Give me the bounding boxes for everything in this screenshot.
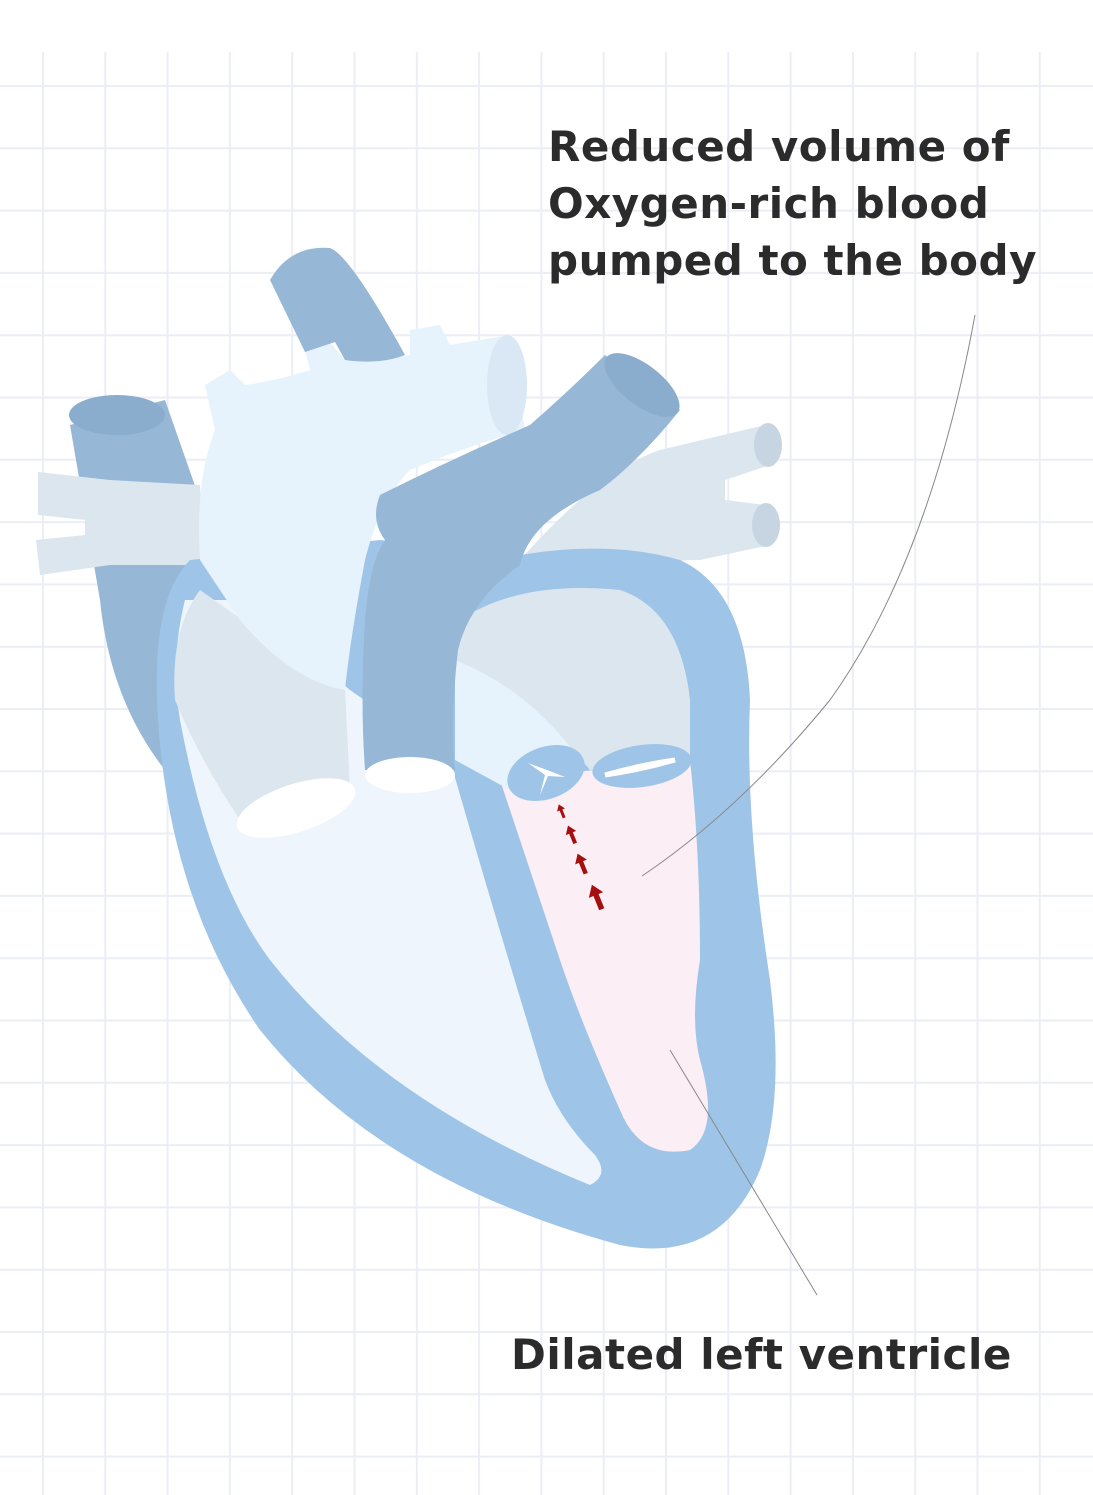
aorta [199,325,525,690]
annotation-dilated-ventricle: Dilated left ventricle [511,1330,1012,1379]
aortic-valve [507,744,585,802]
pulmonary-artery-opening [604,353,680,417]
right-atrium [174,590,350,820]
pulmonary-artery-top [270,247,405,362]
pulmonary-valve-opening [365,757,455,793]
aorta-opening [487,335,527,435]
annotation-reduced-volume: Reduced volume of Oxygen-rich blood pump… [548,122,1037,285]
pulmonary-trunk [362,355,680,770]
left-ventricle-chamber [500,760,708,1152]
leader-line-reduced-volume [641,314,976,877]
arrow-up-icon [575,853,588,875]
arrow-up-icon [557,804,566,819]
mitral-valve [592,744,692,788]
tricuspid-opening [236,778,356,838]
left-atrium [455,588,690,770]
blood-flow-arrows [557,804,605,911]
arrow-up-icon [565,825,578,845]
pulmonary-veins-left [36,472,205,575]
arrow-up-icon [588,884,605,911]
leader-line-dilated-ventricle [669,1049,818,1296]
